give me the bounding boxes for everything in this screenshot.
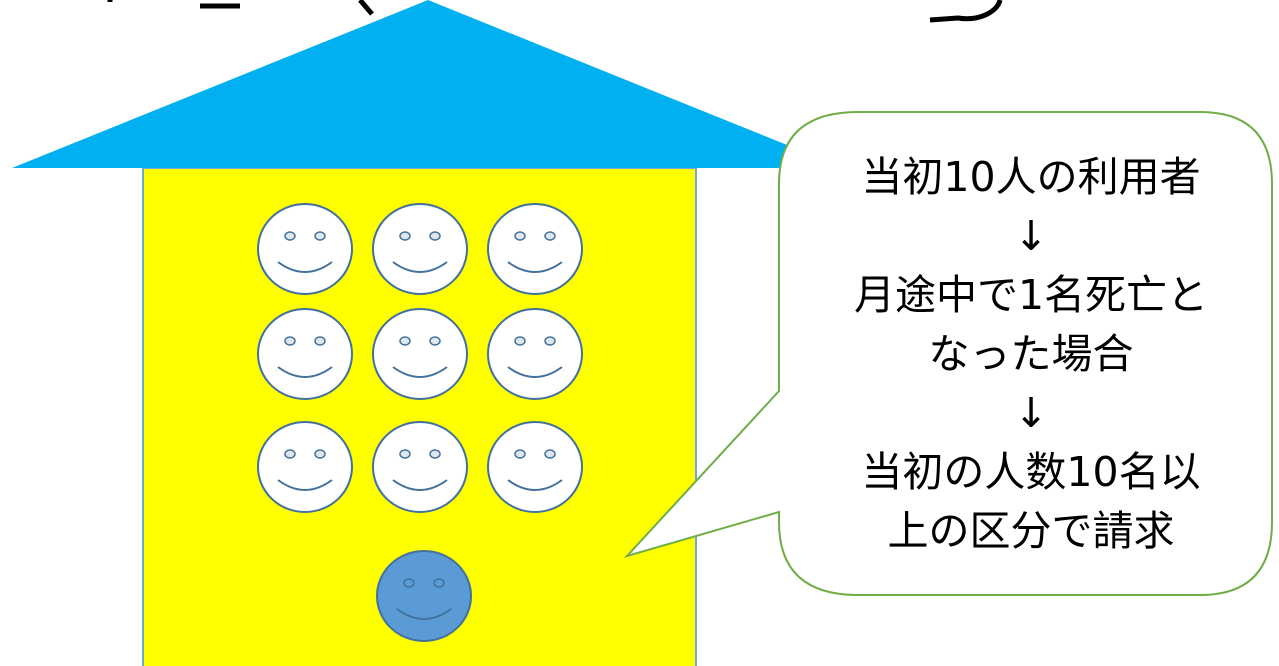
smiley-face-icon [372,203,468,295]
smiley-face-icon [487,203,583,295]
callout-line: 月途中で1名死亡と [853,271,1209,319]
callout-arrow: ↓ [1013,212,1049,260]
callout-line: 当初10人の利用者 [861,153,1201,201]
smiley-face-icon [372,421,468,513]
smiley-face-icon [257,308,353,400]
house-roof [12,0,844,168]
callout-arrow: ↓ [1013,389,1049,437]
callout-text: 当初10人の利用者 ↓ 月途中で1名死亡と なった場合 ↓ 当初の人数10名以 … [796,148,1266,561]
deceased-resident-face-icon [376,550,472,642]
callout-line: 上の区分で請求 [887,507,1175,555]
callout-line: なった場合 [928,330,1134,378]
smiley-face-icon [487,421,583,513]
smiley-face-icon [257,421,353,513]
callout-line: 当初の人数10名以 [861,448,1201,496]
resident-faces [257,203,583,642]
cropped-title-remnant [107,0,1003,23]
smiley-face-icon [487,308,583,400]
smiley-face-icon [257,203,353,295]
smiley-face-icon [372,308,468,400]
speech-bubble [623,111,1273,596]
